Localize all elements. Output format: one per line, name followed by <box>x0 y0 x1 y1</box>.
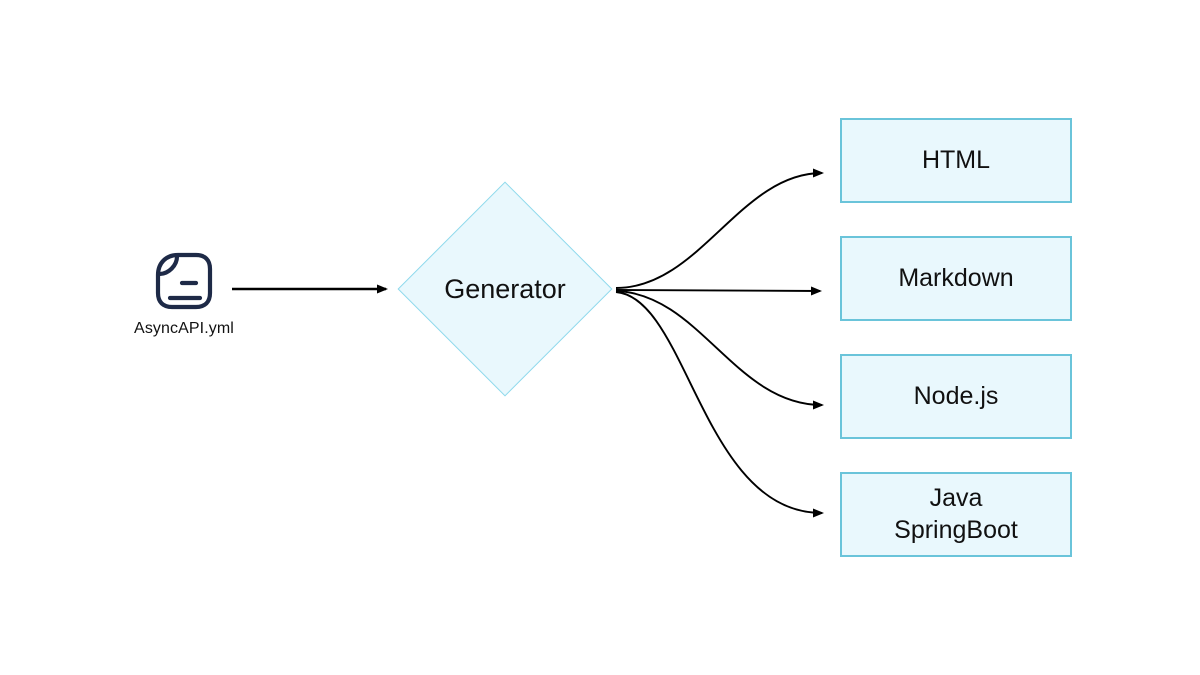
generator-node: Generator <box>444 273 566 304</box>
source-node: AsyncAPI.yml <box>118 248 250 338</box>
arrow-generator-to-markdown <box>615 286 822 296</box>
document-file-icon <box>155 252 213 310</box>
arrow-generator-to-java <box>615 291 824 518</box>
arrow-generator-to-nodejs <box>615 290 824 410</box>
output-node-nodejs: Node.js <box>840 354 1072 439</box>
output-node-java-springboot: Java SpringBoot <box>840 472 1072 557</box>
arrow-generator-to-html <box>615 168 824 289</box>
output-node-markdown: Markdown <box>840 236 1072 321</box>
source-label: AsyncAPI.yml <box>134 320 234 337</box>
output-node-html: HTML <box>840 118 1072 203</box>
